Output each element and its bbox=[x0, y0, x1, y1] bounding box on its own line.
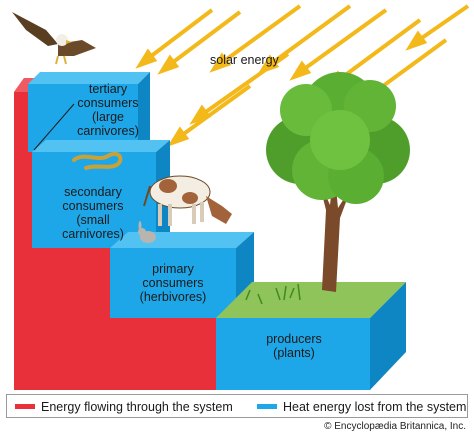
primary-consumers-label: primary consumers (herbivores) bbox=[118, 262, 228, 304]
tertiary-step-side bbox=[138, 72, 150, 152]
tertiary-label-line: (large bbox=[92, 110, 124, 124]
secondary-label-line: secondary bbox=[64, 185, 122, 199]
solar-arrow bbox=[189, 52, 290, 125]
tree-illustration bbox=[266, 72, 410, 292]
cow-illustration bbox=[143, 175, 232, 226]
legend-item-energy-flow: Energy flowing through the system bbox=[15, 400, 233, 414]
red-swatch bbox=[15, 404, 35, 410]
solar-arrow bbox=[135, 8, 214, 69]
tertiary-consumers-label: tertiary consumers (large carnivores) bbox=[77, 82, 139, 138]
legend-item-heat-loss: Heat energy lost from the system bbox=[257, 400, 466, 414]
producers-label-line: (plants) bbox=[273, 346, 315, 360]
energy-flow-red-side bbox=[14, 78, 216, 390]
blue-swatch bbox=[257, 404, 277, 410]
secondary-consumers-label: secondary consumers (small carnivores) bbox=[38, 185, 148, 241]
secondary-label-line: consumers bbox=[62, 199, 124, 213]
solar-arrow bbox=[405, 4, 470, 51]
solar-arrow bbox=[209, 4, 302, 73]
solar-arrow bbox=[157, 10, 242, 75]
secondary-label-line: (small bbox=[76, 213, 110, 227]
producers-step-side bbox=[370, 282, 406, 390]
snake-illustration bbox=[72, 151, 123, 170]
tertiary-label-line: consumers bbox=[77, 96, 139, 110]
eagle-illustration bbox=[12, 12, 96, 65]
primary-label-line: (herbivores) bbox=[139, 290, 207, 304]
legend-heat-loss-label: Heat energy lost from the system bbox=[283, 400, 467, 414]
secondary-label-line: carnivores) bbox=[62, 227, 124, 241]
solar-arrow bbox=[289, 8, 388, 81]
primary-label-line: primary bbox=[152, 262, 194, 276]
grass-tufts bbox=[245, 283, 301, 305]
tertiary-label-line: carnivores) bbox=[77, 124, 139, 138]
primary-label-line: consumers bbox=[142, 276, 204, 290]
producers-label-line: producers bbox=[266, 332, 322, 346]
tertiary-label-line: tertiary bbox=[88, 82, 128, 96]
producers-step-front bbox=[216, 318, 370, 390]
legend-energy-flow-label: Energy flowing through the system bbox=[41, 400, 233, 414]
producers-step-top bbox=[216, 282, 406, 318]
copyright-credit: © Encyclopædia Britannica, Inc. bbox=[324, 421, 466, 432]
primary-step-front bbox=[110, 248, 236, 318]
rabbit-illustration bbox=[138, 221, 156, 243]
legend: Energy flowing through the system Heat e… bbox=[6, 394, 468, 418]
solar-arrows bbox=[135, 4, 470, 147]
solar-energy-label: solar energy bbox=[210, 53, 279, 67]
solar-arrow bbox=[167, 84, 252, 147]
secondary-step-top bbox=[32, 140, 170, 152]
producers-label: producers (plants) bbox=[244, 332, 344, 360]
tertiary-pointer-line bbox=[33, 103, 75, 151]
tertiary-step-top bbox=[28, 72, 150, 84]
